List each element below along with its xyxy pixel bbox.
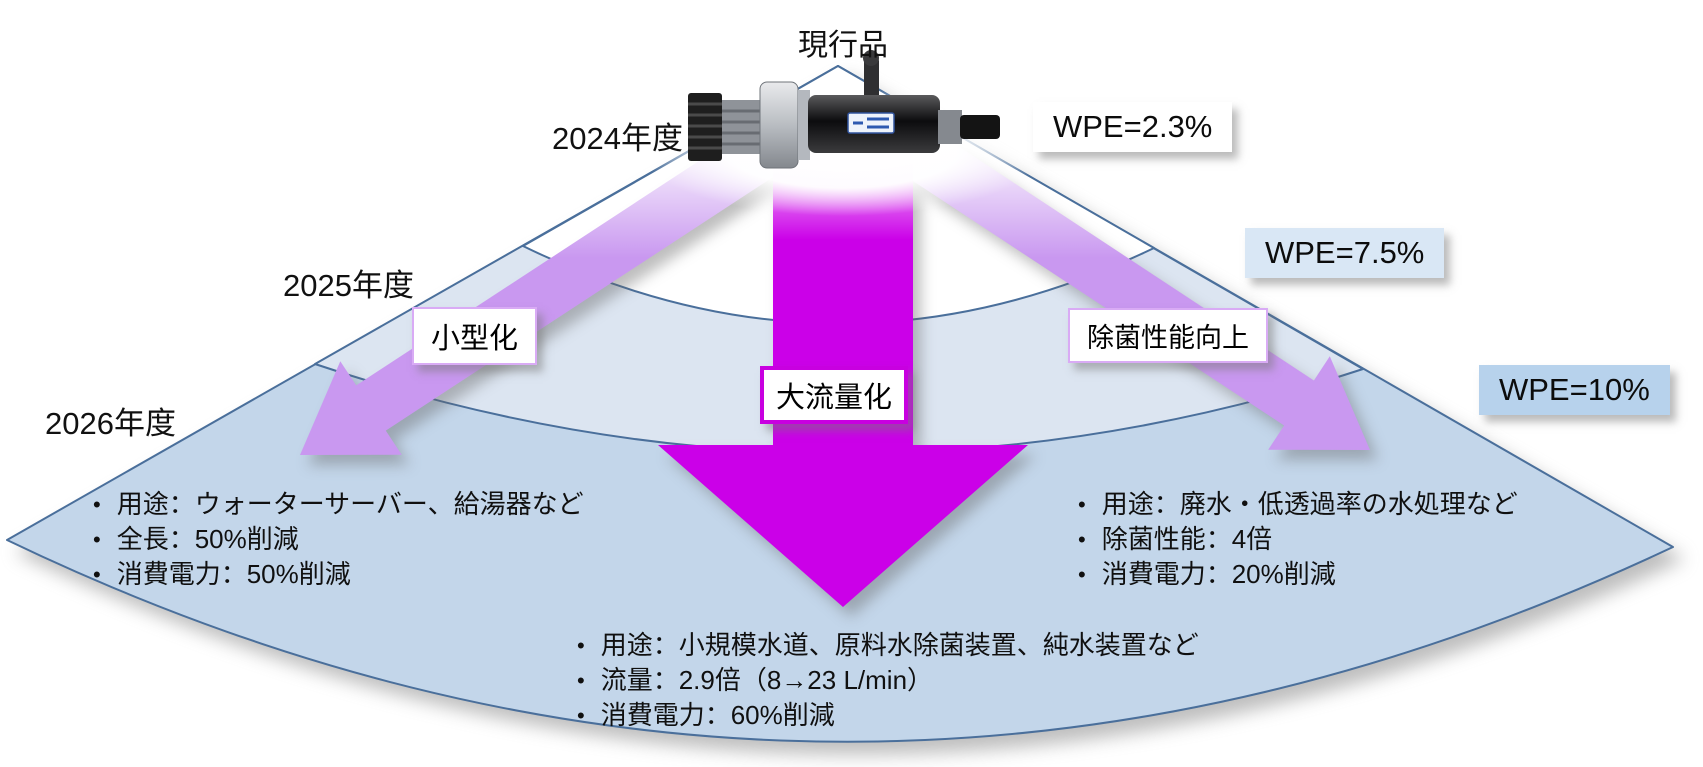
bullet-list-high-flow: 用途：小規模水道、原料水除菌装置、純水装置など 流量：2.9倍（8→23 L/m… [577, 628, 1199, 733]
list-item: 消費電力：50%削減 [93, 557, 584, 592]
bullet-list-sterilization: 用途：廃水・低透過率の水処理など 除菌性能：4倍 消費電力：20%削減 [1078, 487, 1518, 592]
list-item: 用途：廃水・低透過率の水処理など [1078, 487, 1518, 522]
year-label-2025: 2025年度 [283, 268, 414, 303]
current-product-label: 現行品 [798, 29, 888, 62]
bullet-list-miniaturization: 用途：ウォーターサーバー、給湯器など 全長：50%削減 消費電力：50%削減 [93, 487, 584, 592]
arrow-label-sterilization: 除菌性能向上 [1068, 308, 1268, 363]
arrow-miniaturization [300, 127, 780, 456]
wpe-badge-2024: WPE=2.3% [1033, 102, 1233, 152]
wpe-badge-2026: WPE=10% [1479, 365, 1670, 415]
list-item: 用途：小規模水道、原料水除菌装置、純水装置など [577, 628, 1199, 663]
list-item: 流量：2.9倍（8→23 L/min） [577, 663, 1199, 698]
list-item: 消費電力：60%削減 [577, 698, 1199, 733]
list-item: 消費電力：20%削減 [1078, 557, 1518, 592]
year-label-2024: 2024年度 [552, 121, 683, 156]
year-label-2026: 2026年度 [45, 406, 176, 441]
list-item: 全長：50%削減 [93, 522, 584, 557]
arrow-label-high-flow: 大流量化 [760, 366, 909, 424]
uv-water-sterilizer-image [688, 50, 1000, 169]
wpe-badge-2025: WPE=7.5% [1245, 228, 1445, 278]
list-item: 除菌性能：4倍 [1078, 522, 1518, 557]
arrow-label-miniaturization: 小型化 [412, 307, 538, 365]
list-item: 用途：ウォーターサーバー、給湯器など [93, 487, 584, 522]
